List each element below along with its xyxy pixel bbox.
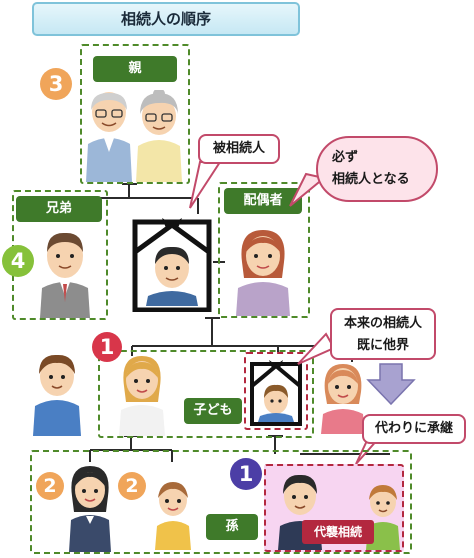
spouse-label: 配偶者	[224, 188, 302, 214]
siblings-label: 兄弟	[16, 196, 102, 222]
toddler-girl-icon	[155, 482, 191, 550]
spouse-callout-line1: 必ず	[332, 150, 359, 165]
elderly-woman-icon	[136, 90, 182, 182]
parents-group	[80, 44, 190, 184]
heir-callout-line1: 本来の相続人	[343, 316, 422, 331]
rank-2-badge-a: 2	[36, 472, 64, 500]
rank-1-badge: 1	[92, 332, 122, 362]
spouse-callout-line2: 相続人となる	[332, 172, 410, 187]
young-grandson-icon	[366, 485, 400, 550]
spouse-cloud-callout: 必ず 相続人となる	[316, 136, 438, 202]
deceased-child-group	[244, 352, 308, 430]
rank-2-badge-b: 2	[118, 472, 146, 500]
substitute-callout: 代わりに承継	[362, 414, 466, 444]
grandchildren-group	[30, 450, 412, 554]
deceased-callout: 被相続人	[198, 134, 280, 164]
middle-aged-man-icon	[40, 232, 90, 318]
deceased-son-portrait-icon	[250, 360, 302, 426]
original-heir-callout: 本来の相続人 既に他界	[330, 308, 436, 360]
heir-callout-line2: 既に他界	[356, 338, 409, 353]
substitute-inheritance-label: 代襲相続	[302, 520, 374, 544]
rank-4-badge: 4	[2, 245, 34, 277]
young-woman-icon	[119, 356, 165, 436]
daughter-in-law-icon	[321, 364, 365, 434]
rank-3-badge: 3	[40, 68, 72, 100]
elderly-man-icon	[86, 92, 132, 182]
girl-icon	[69, 466, 111, 552]
middle-aged-woman-icon	[236, 230, 290, 316]
parents-label: 親	[93, 56, 177, 82]
grandchildren-label: 孫	[206, 514, 258, 540]
children-group	[98, 350, 314, 438]
page-title: 相続人の順序	[32, 2, 300, 36]
young-man-icon	[33, 354, 81, 436]
arrow-down-icon	[366, 363, 416, 406]
deceased-portrait-icon	[132, 218, 212, 312]
spouse-group	[218, 182, 310, 318]
substitute-rank-1-badge: 1	[230, 458, 262, 490]
children-label: 子ども	[184, 398, 242, 424]
callout-pointer	[189, 161, 222, 209]
cloud-pointer	[289, 172, 327, 207]
